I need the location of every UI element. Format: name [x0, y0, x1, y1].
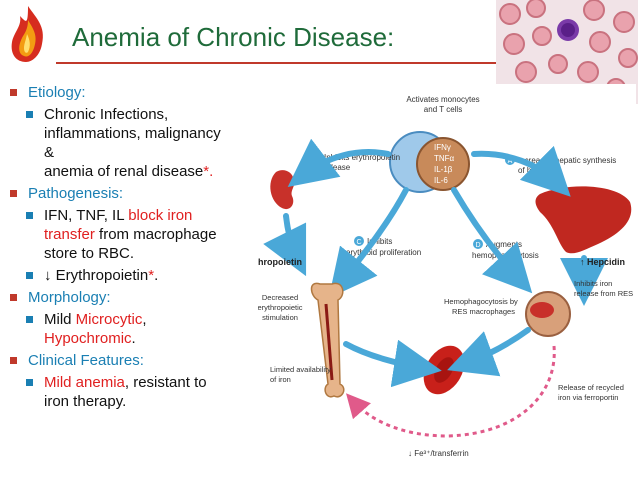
- label-c-badge: [354, 236, 364, 246]
- morphology-detail: Mild Microcytic, Hypochromic.: [6, 310, 258, 348]
- arrow-to-marrow: [328, 187, 409, 299]
- label-d-line2: hemophagocytosis: [472, 251, 539, 260]
- page-title: Anemia of Chronic Disease:: [72, 22, 395, 52]
- epo-label: hropoietin: [258, 257, 302, 267]
- center-label-1: Activates monocytes: [406, 95, 479, 104]
- pathogenesis-diagram: Activates monocytes and T cells IFNγ TNF…: [258, 84, 636, 464]
- hemo-1: Hemophagocytosis by: [444, 297, 518, 306]
- title-divider: [56, 62, 500, 64]
- bullet-list: Etiology: Chronic Infections, inflammati…: [6, 80, 258, 411]
- cytokine-il1: IL-1β: [434, 165, 453, 174]
- limited-2: of iron: [270, 375, 291, 384]
- arrow-to-kidney: [287, 138, 391, 187]
- decreased-1: Decreased: [262, 293, 298, 302]
- bullet-morphology: Morphology:: [6, 288, 258, 307]
- inhibits-iron-2: release from RES: [574, 289, 633, 298]
- center-label-2: and T cells: [424, 105, 462, 114]
- bullet-etiology: Etiology:: [6, 83, 258, 102]
- cytokine-tnf: TNFα: [434, 154, 455, 163]
- label-b-line1: Inhibits erythropoietin: [324, 153, 400, 162]
- arrow-kidney-down: [263, 213, 307, 277]
- bullet-pathogenesis: Pathogenesis:: [6, 184, 258, 203]
- decreased-3: stimulation: [262, 313, 298, 322]
- pathogenesis-detail-1: IFN, TNF, IL block iron transfer from ma…: [6, 206, 258, 263]
- release-2: iron via ferroportin: [558, 393, 618, 402]
- label-b-line2: release: [324, 163, 351, 172]
- hepcidin-label: ↑ Hepcidin: [580, 257, 625, 267]
- decreased-2: erythropoietic: [258, 303, 303, 312]
- cytokine-il6: IL-6: [434, 176, 448, 185]
- label-a-letter: A: [508, 158, 513, 165]
- flame-logo-icon: [11, 6, 43, 62]
- cytokine-ifn: IFNγ: [434, 143, 451, 152]
- limited-1: Limited availability: [270, 365, 331, 374]
- label-d-badge: [473, 239, 483, 249]
- res-macrophage-icon: [525, 291, 571, 337]
- label-d-letter: D: [475, 242, 480, 249]
- hemo-2: RES macrophages: [452, 307, 515, 316]
- etiology-detail: Chronic Infections, inflammations, malig…: [6, 105, 258, 181]
- bullet-clinical-features: Clinical Features:: [6, 351, 258, 370]
- arrow-to-res: [451, 187, 533, 294]
- bone-marrow-icon: [310, 282, 345, 398]
- pathogenesis-detail-2: ↓ Erythropoietin*.: [6, 266, 258, 285]
- inhibits-iron-1: Inhibits iron: [574, 279, 612, 288]
- macrophage-cell-icon: [389, 131, 470, 193]
- blood-smear-image: [496, 0, 638, 104]
- arrow-marrow-to-rbc: [343, 339, 442, 388]
- fe-transferrin-label: ↓ Fe³⁺/transferrin: [408, 449, 469, 458]
- clinical-detail: Mild anemia, resistant to iron therapy.: [6, 373, 258, 411]
- label-c-line2: erythroid proliferation: [346, 248, 421, 257]
- liver-icon: [535, 186, 632, 254]
- iron-return-arrow: [346, 345, 556, 438]
- arrow-res-to-rbc: [447, 327, 531, 377]
- label-c-line1: Inhibits: [367, 237, 392, 246]
- release-1: Release of recycled: [558, 383, 624, 392]
- label-b-letter: B: [314, 155, 319, 162]
- label-c-letter: C: [356, 239, 361, 246]
- arrow-to-liver: [471, 145, 571, 197]
- kidney-icon: [270, 170, 295, 210]
